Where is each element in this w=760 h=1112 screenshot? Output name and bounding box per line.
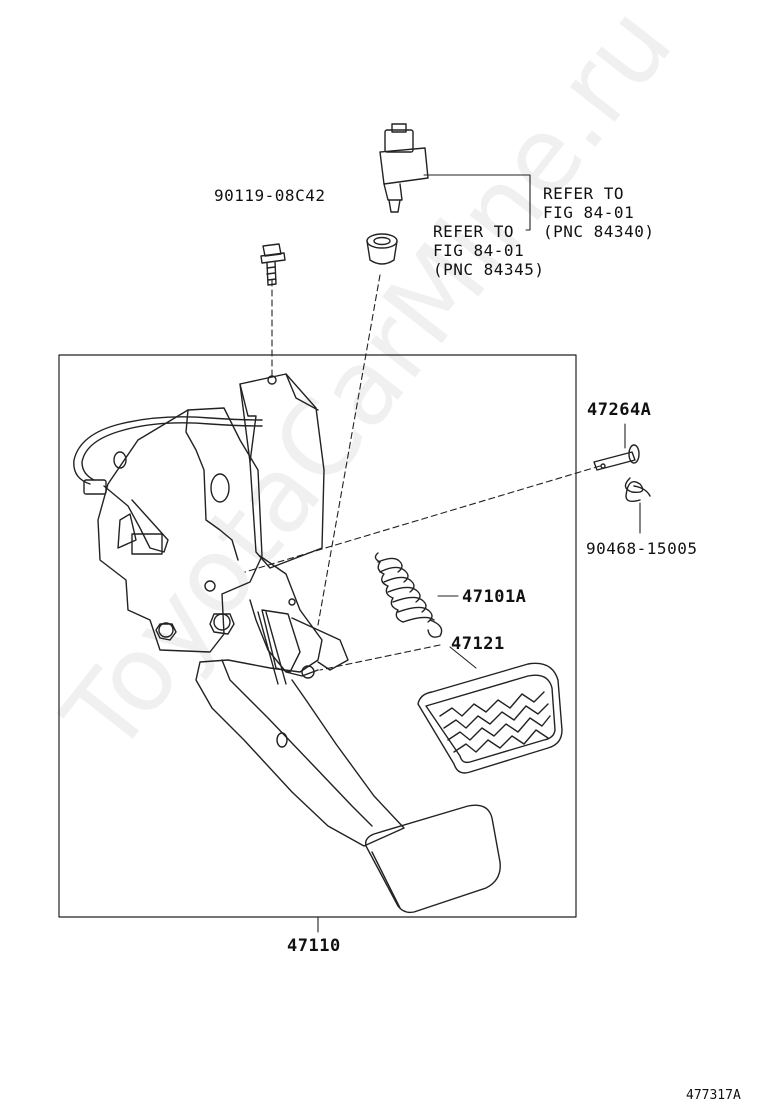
label-pedal-assy: 47110 <box>287 936 341 956</box>
label-refer-grommet-3: (PNC 84345) <box>433 260 545 279</box>
figure-id: 477317A <box>686 1088 741 1103</box>
pedal-assembly <box>73 373 501 914</box>
clevis-pin <box>593 444 640 471</box>
label-bolt: 90119-08C42 <box>214 186 326 205</box>
label-refer-switch-2: FIG 84-01 <box>543 203 635 222</box>
label-refer-grommet-2: FIG 84-01 <box>433 241 525 260</box>
grommet <box>366 233 398 265</box>
bolt <box>260 243 286 286</box>
stop-lamp-switch <box>379 123 429 213</box>
label-pad: 47121 <box>451 634 505 654</box>
label-spring: 47101A <box>462 587 527 607</box>
dashed-lines <box>244 274 601 671</box>
pedal-pad <box>417 662 563 774</box>
label-refer-grommet-1: REFER TO <box>433 222 515 241</box>
clip <box>624 477 651 503</box>
leader-lines <box>317 174 641 933</box>
return-spring <box>374 552 443 638</box>
label-refer-switch-1: REFER TO <box>543 184 625 203</box>
label-clip: 90468-15005 <box>586 539 698 558</box>
label-refer-switch-3: (PNC 84340) <box>543 222 655 241</box>
label-pin: 47264A <box>587 400 652 420</box>
